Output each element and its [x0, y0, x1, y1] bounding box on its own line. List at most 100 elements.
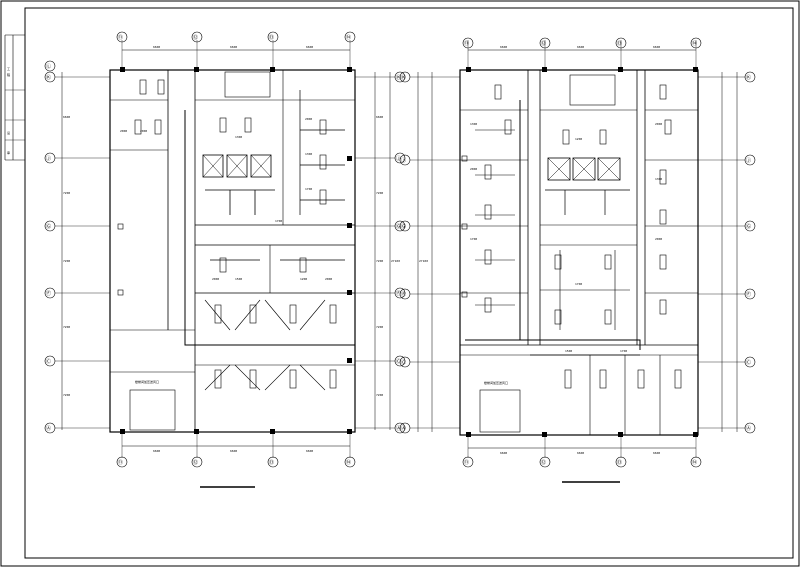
duct-size-label: 1700 [275, 219, 282, 223]
dimension-label: 6600 [63, 115, 70, 119]
left-row-axis-bubbles-right: Ⓚ Ⓙ Ⓖ Ⓕ Ⓒ Ⓐ [394, 71, 406, 434]
duct-size-label: 1300 [305, 152, 312, 156]
axis-label: ⑫ [193, 459, 198, 466]
left-stair-top [224, 71, 271, 98]
floor-plan-right [410, 40, 745, 483]
right-bottom-axis-bubbles: ⑪ ⑫ ⑬ ⑭ [462, 456, 702, 468]
axis-label: Ⓖ [746, 223, 751, 230]
axis-label: Ⓒ [46, 358, 51, 365]
dimension-label: 6600 [376, 115, 383, 119]
axis-label: Ⓐ [46, 425, 51, 432]
duct-size-label: 1700 [305, 187, 312, 191]
right-top-axis-bubbles: ⑪ ⑫ ⑬ ⑭ [462, 37, 702, 49]
dimension-total: 27100 [419, 259, 428, 263]
left-ahu-2 [226, 154, 248, 178]
axis-label: Ⓐ [401, 425, 406, 432]
axis-label: ⑪ [464, 459, 469, 466]
right-ahu-2 [572, 157, 596, 181]
stair-note: 楼梯间加压送风口 [135, 379, 159, 384]
axis-label: Ⓕ [46, 290, 51, 297]
duct-size-label: 2000 [325, 277, 332, 281]
dimension-label: 6600 [153, 45, 160, 49]
left-ahu-1 [202, 154, 224, 178]
axis-label: Ⓕ [746, 291, 751, 298]
axis-label: Ⓙ [401, 157, 406, 164]
duct-size-label: 1300 [470, 122, 477, 126]
axis-label: Ⓚ [401, 74, 406, 81]
duct-size-label: 1700 [575, 282, 582, 286]
axis-label: Ⓚ [46, 74, 51, 81]
axis-label: ⑭ [346, 34, 351, 41]
axis-label: Ⓒ [746, 359, 751, 366]
axis-label: Ⓛ [46, 63, 51, 70]
axis-label: Ⓖ [396, 223, 401, 230]
duct-size-label: 2000 [140, 129, 147, 133]
duct-size-label: 2000 [470, 167, 477, 171]
axis-label: Ⓐ [396, 425, 401, 432]
axis-label: ⑫ [193, 34, 198, 41]
dimension-label: 7200 [63, 393, 70, 397]
duct-size-label: 1500 [235, 277, 242, 281]
dimension-label: 6600 [577, 45, 584, 49]
dimension-label: 6600 [306, 449, 313, 453]
right-ahu-3 [597, 157, 621, 181]
title-cell: 审 [7, 150, 10, 155]
duct-size-label: 2000 [655, 122, 662, 126]
duct-size-label: 2000 [120, 129, 127, 133]
axis-label: Ⓖ [46, 223, 51, 230]
right-row-axis-bubbles-left: Ⓚ Ⓙ Ⓖ Ⓕ Ⓒ Ⓐ [399, 71, 411, 434]
axis-label: ⑬ [269, 459, 274, 466]
axis-label: ⑬ [617, 40, 622, 47]
axis-label: Ⓐ [746, 425, 751, 432]
right-columns [466, 67, 698, 437]
axis-label: Ⓕ [401, 291, 406, 298]
axis-label: ⑬ [617, 459, 622, 466]
duct-size-label: 1200 [300, 277, 307, 281]
axis-label: Ⓙ [746, 157, 751, 164]
axis-label: ⑪ [118, 34, 123, 41]
left-ahu-3 [250, 154, 272, 178]
right-stair-top [569, 74, 616, 106]
dimension-label: 6600 [230, 45, 237, 49]
axis-label: Ⓙ [396, 155, 401, 162]
axis-label: ⑬ [269, 34, 274, 41]
dimension-label: 6600 [153, 449, 160, 453]
dimension-label: 6600 [653, 451, 660, 455]
left-top-axis-bubbles: ⑪ ⑫ ⑬ ⑭ [116, 31, 356, 43]
title-cell: 程 [7, 72, 10, 77]
left-row-axis-bubbles: Ⓛ Ⓚ Ⓙ Ⓖ Ⓕ Ⓒ Ⓐ [44, 60, 56, 434]
duct-size-label: 2000 [305, 117, 312, 121]
dimension-label: 7200 [376, 393, 383, 397]
dimension-label: 7200 [63, 191, 70, 195]
title-cell: 设 [7, 130, 10, 135]
right-ahu-1 [547, 157, 571, 181]
axis-label: ⑭ [346, 459, 351, 466]
dimension-total: 27100 [391, 259, 400, 263]
axis-label: ⑭ [692, 40, 697, 47]
left-diffusers [134, 79, 337, 389]
duct-size-label: 2000 [212, 277, 219, 281]
right-stair-bottom [479, 389, 521, 433]
duct-size-label: 1300 [655, 177, 662, 181]
dimension-label: 6600 [577, 451, 584, 455]
axis-label: Ⓒ [396, 358, 401, 365]
left-building-outline [109, 69, 356, 433]
axis-label: ⑫ [541, 40, 546, 47]
dimension-label: 7200 [63, 259, 70, 263]
title-strip: 工 程 设 审 [4, 34, 25, 161]
duct-size-label: 1300 [235, 135, 242, 139]
dimension-label: 7200 [376, 259, 383, 263]
axis-label: ⑫ [541, 459, 546, 466]
axis-label: ⑭ [692, 459, 697, 466]
stair-note: 楼梯间加压送风口 [484, 380, 508, 385]
title-cell: 工 [7, 67, 10, 71]
dimension-label: 7200 [376, 325, 383, 329]
right-row-axis-bubbles-right: Ⓚ Ⓙ Ⓖ Ⓕ Ⓒ Ⓐ [744, 71, 756, 434]
floor-plan-left [55, 40, 395, 488]
dimension-label: 6600 [500, 45, 507, 49]
left-bottom-axis-bubbles: ⑪ ⑫ ⑬ ⑭ [116, 456, 356, 468]
right-diffusers [484, 84, 682, 389]
axis-label: Ⓙ [46, 155, 51, 162]
right-main-duct [465, 100, 641, 350]
